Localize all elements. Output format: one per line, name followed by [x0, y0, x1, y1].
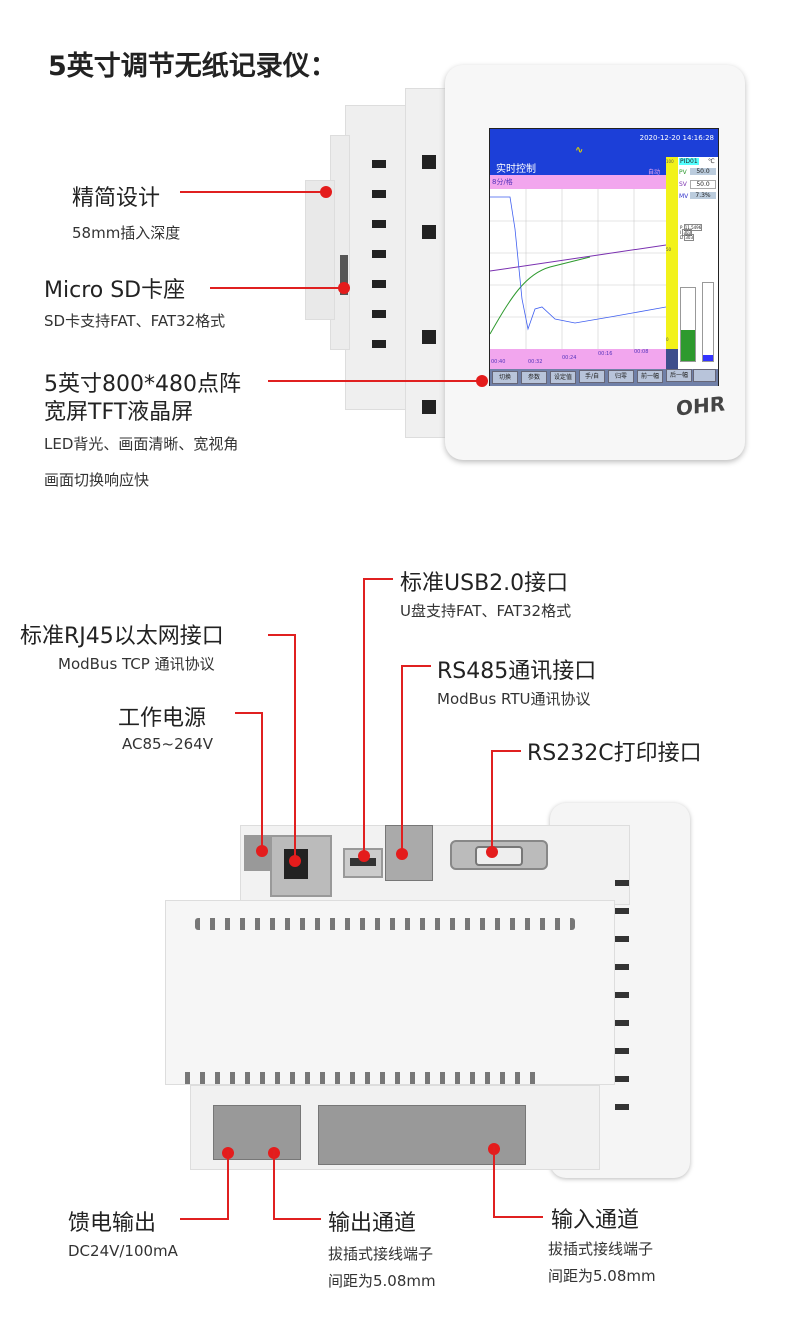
label-sd-slot: Micro SD卡座: [44, 278, 186, 303]
vent: [422, 225, 436, 239]
pv-trace: [490, 196, 667, 331]
vent: [372, 220, 386, 228]
vent: [372, 310, 386, 318]
screen-auto-status: 自动: [648, 169, 661, 176]
label-rs485-sub: ModBus RTU通讯协议: [437, 690, 591, 708]
vent: [372, 250, 386, 258]
page-title: 5英寸调节无纸记录仪：: [48, 51, 337, 82]
param-row: P 11.5496: [680, 224, 703, 231]
y-tick: 50: [666, 247, 672, 252]
output-input-terminal: [318, 1105, 526, 1165]
pid-panel: PID01 ℃ PV 50.0 SV 50.0 MV 7.3% P 11.549…: [678, 157, 718, 369]
mv-label: MV: [679, 193, 689, 200]
screen-datetime: 2020-12-20 14:16:28: [639, 134, 714, 142]
label-output-sub: 拔插式接线端子: [328, 1245, 434, 1263]
label-lcd: 5英寸800*480点阵: [44, 372, 241, 397]
screen-button[interactable]: 参数: [521, 371, 547, 384]
sd-slot: [340, 255, 348, 295]
screen-button[interactable]: [693, 369, 716, 382]
logo-icon: ∿: [575, 145, 584, 156]
param-row: I 303: [680, 229, 693, 236]
label-lcd-2: 宽屏TFT液晶屏: [44, 400, 194, 425]
scale-label: 8分/格: [492, 178, 513, 186]
time-tick: 00:32: [528, 359, 543, 365]
label-feed-sub: DC24V/100mA: [68, 1242, 178, 1260]
loop-label: PID01: [679, 158, 699, 165]
vent: [372, 190, 386, 198]
label-output: 输出通道: [328, 1211, 417, 1236]
rs485-terminal: [385, 825, 433, 881]
lcd-screen: 2020-12-20 14:16:28 实时控制 ∿ 自动 8分/格 00:40…: [489, 128, 719, 386]
main-body: [165, 900, 615, 1085]
side-vents: [615, 880, 629, 1130]
sv-value: 50.0: [690, 180, 716, 189]
pv-label: PV: [679, 169, 687, 176]
trend-chart: [489, 189, 667, 349]
vent: [372, 280, 386, 288]
y-tick: 0: [666, 337, 669, 342]
screen-mode-title: 实时控制: [496, 164, 536, 175]
param-row: D 303: [680, 234, 695, 241]
sv-label: SV: [679, 181, 687, 188]
out-bargraph: [702, 282, 714, 362]
label-input-sub2: 间距为5.08mm: [548, 1267, 656, 1285]
vent-row-top: [195, 918, 575, 930]
label-rs485: RS485通讯接口: [437, 659, 597, 684]
screen-button[interactable]: 设定值: [550, 371, 576, 384]
screen-button[interactable]: 后一幅: [666, 369, 692, 382]
screen-header: [490, 129, 718, 157]
label-lcd-sub1: LED背光、画面清晰、宽视角: [44, 435, 239, 453]
time-tick: 00:16: [598, 351, 613, 357]
screen-button[interactable]: 手/自: [579, 370, 605, 383]
screen-button[interactable]: 归零: [608, 370, 634, 383]
vent: [372, 160, 386, 168]
vent: [422, 155, 436, 169]
time-tick: 00:24: [562, 355, 577, 361]
mv-bar-fill: [681, 330, 695, 361]
rj45-port: [270, 835, 332, 897]
label-rj45: 标准RJ45以太网接口: [20, 624, 224, 649]
label-output-sub2: 间距为5.08mm: [328, 1272, 436, 1290]
screen-button[interactable]: 前一幅: [637, 370, 663, 383]
label-rs232: RS232C打印接口: [527, 741, 702, 766]
y-tick: 100: [666, 159, 674, 164]
mv-value: 7.3%: [690, 192, 716, 199]
vent: [422, 400, 436, 414]
pv-value: 50.0: [690, 168, 716, 175]
sv-trace: [489, 244, 667, 272]
label-rj45-sub: ModBus TCP 通讯协议: [58, 655, 215, 673]
time-tick: 00:08: [634, 349, 649, 355]
screen-title-bg: [490, 157, 666, 175]
vent-row-bottom: [185, 1072, 545, 1084]
db9-port: [450, 840, 548, 870]
pid-params: P 11.5496 I 303 D 303: [680, 224, 703, 241]
label-power: 工作电源: [118, 706, 207, 731]
screen-button[interactable]: 切换: [492, 371, 518, 384]
mv-bargraph: [680, 287, 696, 362]
label-usb: 标准USB2.0接口: [400, 571, 569, 596]
label-input-sub: 拔插式接线端子: [548, 1240, 654, 1258]
y-scale: 100 50 0: [666, 157, 678, 349]
label-lcd-sub2: 画面切换响应快: [44, 471, 150, 489]
button-bar: 切换 参数 设定值 手/自 归零 前一幅 后一幅: [490, 369, 718, 386]
label-power-sub: AC85~264V: [122, 735, 214, 753]
vent: [422, 330, 436, 344]
time-tick: 00:40: [491, 359, 506, 365]
trend-svg: [489, 189, 667, 349]
scale-bar: 8分/格: [490, 175, 666, 189]
label-feed: 馈电输出: [68, 1211, 157, 1236]
label-compact-design-sub: 58mm插入深度: [72, 224, 181, 242]
vent: [372, 340, 386, 348]
sd-tab: [305, 180, 335, 320]
out-bar-fill: [703, 355, 713, 361]
label-usb-sub: U盘支持FAT、FAT32格式: [400, 602, 572, 620]
time-axis: 00:40 00:32 00:24 00:16 00:08: [490, 349, 666, 369]
unit-label: ℃: [708, 158, 715, 165]
label-compact-design: 精简设计: [72, 186, 161, 211]
label-input: 输入通道: [551, 1208, 640, 1233]
label-sd-slot-sub: SD卡支持FAT、FAT32格式: [44, 312, 226, 330]
